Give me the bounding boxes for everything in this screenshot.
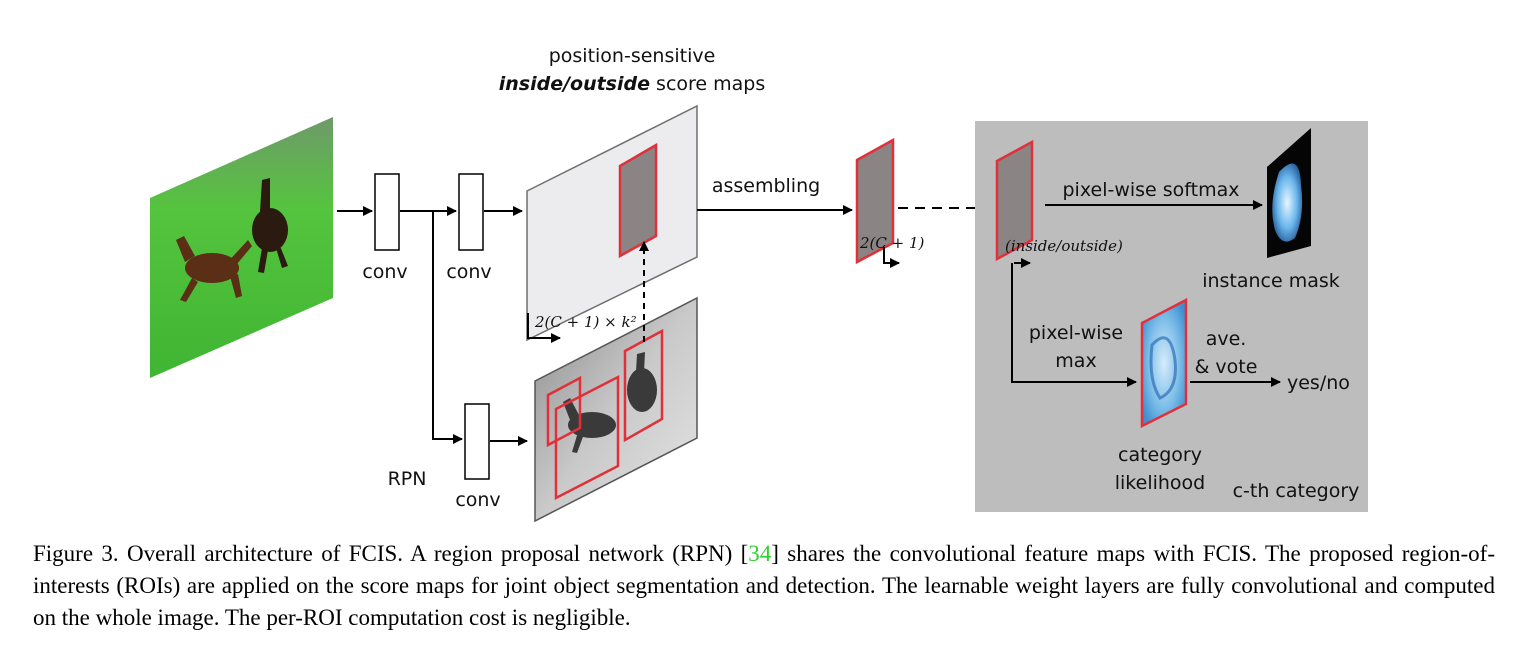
- scoremap-axis: [527, 313, 561, 343]
- conv3-block: [464, 403, 490, 480]
- category-label-1: category: [1118, 444, 1202, 466]
- assembled-map: [855, 137, 900, 268]
- title-line2: inside/outside score maps: [499, 73, 766, 95]
- conv1-block: [374, 173, 400, 251]
- horse-front-image: [176, 236, 252, 302]
- ave-vote-label-1: ave.: [1206, 328, 1247, 350]
- roi-image: [534, 296, 698, 523]
- figure-caption: Figure 3. Overall architecture of FCIS. …: [33, 538, 1495, 634]
- dim-maps-label: 2(C + 1) × k²: [534, 313, 637, 331]
- arrow-pixelwise-max: [1011, 263, 1137, 387]
- roi-box-2: [554, 374, 620, 501]
- title-line1: position-sensitive: [549, 45, 716, 67]
- pixelwise-max-label-1: pixel-wise: [1029, 322, 1123, 344]
- score-map-roi: [618, 142, 658, 259]
- panel-map: [995, 139, 1034, 262]
- category-label-2: likelihood: [1115, 472, 1205, 494]
- caption-text-2: ] shares the convolutional feature maps …: [33, 541, 1496, 630]
- rpn-branch-line: [432, 211, 463, 444]
- citation-link[interactable]: 34: [748, 541, 772, 566]
- inside-outside-label: (inside/outside): [1005, 237, 1123, 255]
- architecture-diagram: position-sensitive inside/outside score …: [150, 45, 1368, 523]
- assembling-label: assembling: [712, 175, 820, 197]
- ave-vote-label-2: & vote: [1195, 356, 1258, 378]
- conv2-block: [458, 173, 484, 251]
- caption-text-1: Figure 3. Overall architecture of FCIS. …: [33, 541, 749, 566]
- rpn-label: RPN: [388, 468, 427, 490]
- conv3-label: conv: [455, 489, 500, 511]
- score-maps: [526, 104, 698, 343]
- instance-mask-label: instance mask: [1202, 270, 1340, 292]
- roi-box-3: [623, 328, 664, 443]
- softmax-label: pixel-wise softmax: [1063, 179, 1240, 201]
- instance-mask-image: [1267, 128, 1311, 258]
- cth-category-label: c-th category: [1233, 480, 1360, 502]
- conv1-label: conv: [362, 261, 407, 283]
- category-likelihood-image: [1140, 297, 1188, 429]
- roi-box-1: [546, 375, 582, 448]
- input-image: [150, 117, 333, 378]
- conv2-label: conv: [446, 261, 491, 283]
- yes-no-label: yes/no: [1287, 372, 1350, 394]
- dim-assembled-label: 2(C + 1): [859, 234, 925, 252]
- pixelwise-max-label-2: max: [1055, 350, 1096, 372]
- horse-back-image: [252, 178, 288, 273]
